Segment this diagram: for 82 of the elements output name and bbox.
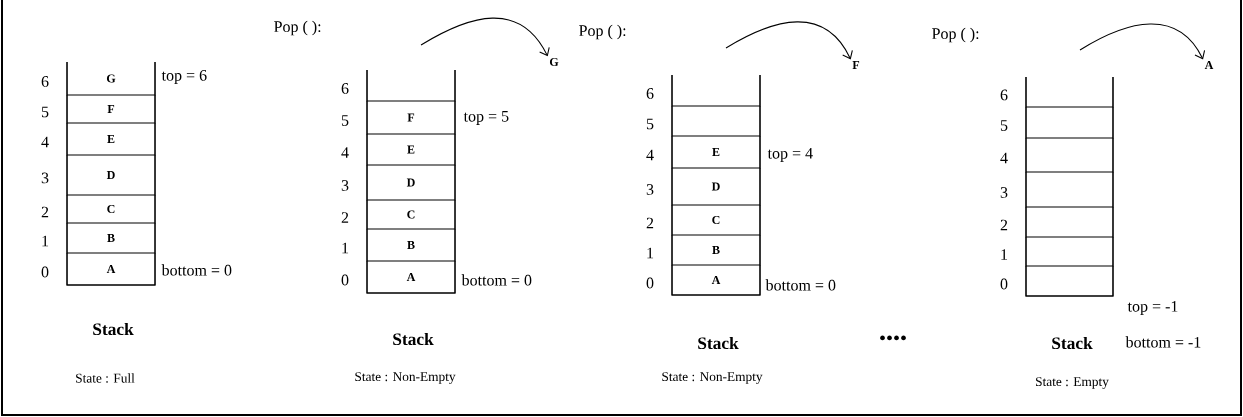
index-number: 4 [41,136,49,148]
stack-cell: E [366,133,456,166]
stack-cell [1025,265,1114,297]
index-number: 4 [646,149,654,161]
stack-cell [1025,137,1114,173]
stack-cell: E [671,135,761,169]
index-number: 3 [1000,187,1008,198]
stack-cell: F [366,100,456,135]
index-number: 0 [646,277,654,289]
pointer-label: bottom = -1 [1125,336,1201,348]
state-label: State : Empty [1036,377,1109,389]
stack-cell: C [366,199,456,230]
pointer-label: bottom = 0 [461,274,532,286]
index-number: 2 [646,217,654,229]
stack-cell [1025,236,1114,267]
popped-item: G [549,57,559,67]
index-number: 2 [341,212,349,223]
index-number: 0 [341,274,349,286]
stack-cell [1025,171,1114,208]
stack-cell: D [671,167,761,206]
stack-cell: D [66,154,156,196]
pointer-label: bottom = 0 [765,279,836,291]
state-label: State : Non-Empty [662,372,763,384]
pop-label: Pop ( ): [932,27,979,43]
index-number: 0 [41,266,49,278]
index-number: 0 [1000,278,1008,290]
pointer-label: top = 4 [767,148,813,162]
index-number: 6 [646,88,654,99]
state-label: State : Non-Empty [355,372,456,384]
index-number: 4 [1000,152,1008,164]
index-number: 3 [646,184,654,195]
index-number: 2 [41,206,49,218]
index-number: 1 [342,242,349,254]
stack-cell [1025,76,1114,108]
curved-arrow [420,17,550,57]
index-number: 1 [42,235,49,247]
pointer-label: top = 5 [463,111,509,125]
stack-cell: B [671,234,761,266]
stack-cell: E [66,122,156,156]
pointer-label: top = -1 [1127,301,1178,315]
index-number: 2 [1000,219,1008,231]
stack-cell [671,105,761,137]
state-label: State : Full [76,373,135,383]
stack-cell: B [66,222,156,254]
node-label: Stack [393,332,434,346]
curved-arrow [1079,23,1206,60]
index-number: 3 [41,172,49,184]
index-number: 5 [1000,120,1008,131]
stack-cell: A [671,264,761,296]
pop-label: Pop ( ): [274,20,321,36]
stack-cell [1025,206,1114,238]
index-number: 6 [41,76,49,87]
pop-label: Pop ( ): [579,24,626,40]
stack-cell: D [366,164,456,201]
stack-cell: G [66,61,156,96]
pointer-label: top = 6 [161,70,207,84]
index-number: 3 [341,180,349,191]
index-number: 5 [341,115,349,126]
index-number: 4 [341,147,349,158]
index-number: 6 [341,83,349,94]
index-number: 6 [1000,89,1008,101]
index-number: 5 [41,106,49,118]
stack-cell: C [66,194,156,224]
stack-cell: B [366,228,456,262]
popped-item: A [1204,61,1214,69]
stack-cell: C [671,204,761,236]
stack-cell [366,69,456,102]
stack-cell: A [366,260,456,294]
ellipsis-dots: •••• [880,335,906,341]
stack-cell: A [66,252,156,286]
node-label: Stack [698,336,739,350]
stack-cell: F [66,94,156,124]
index-number: 5 [646,118,654,130]
index-number: 1 [647,247,654,259]
node-label: Stack [93,322,134,336]
index-number: 1 [1001,249,1008,260]
curved-arrow [725,21,853,60]
node-label: Stack [1052,336,1093,350]
stack-cell [671,74,761,107]
stack-cell [1025,106,1114,139]
pointer-label: bottom = 0 [161,264,232,276]
popped-item: F [852,61,860,69]
